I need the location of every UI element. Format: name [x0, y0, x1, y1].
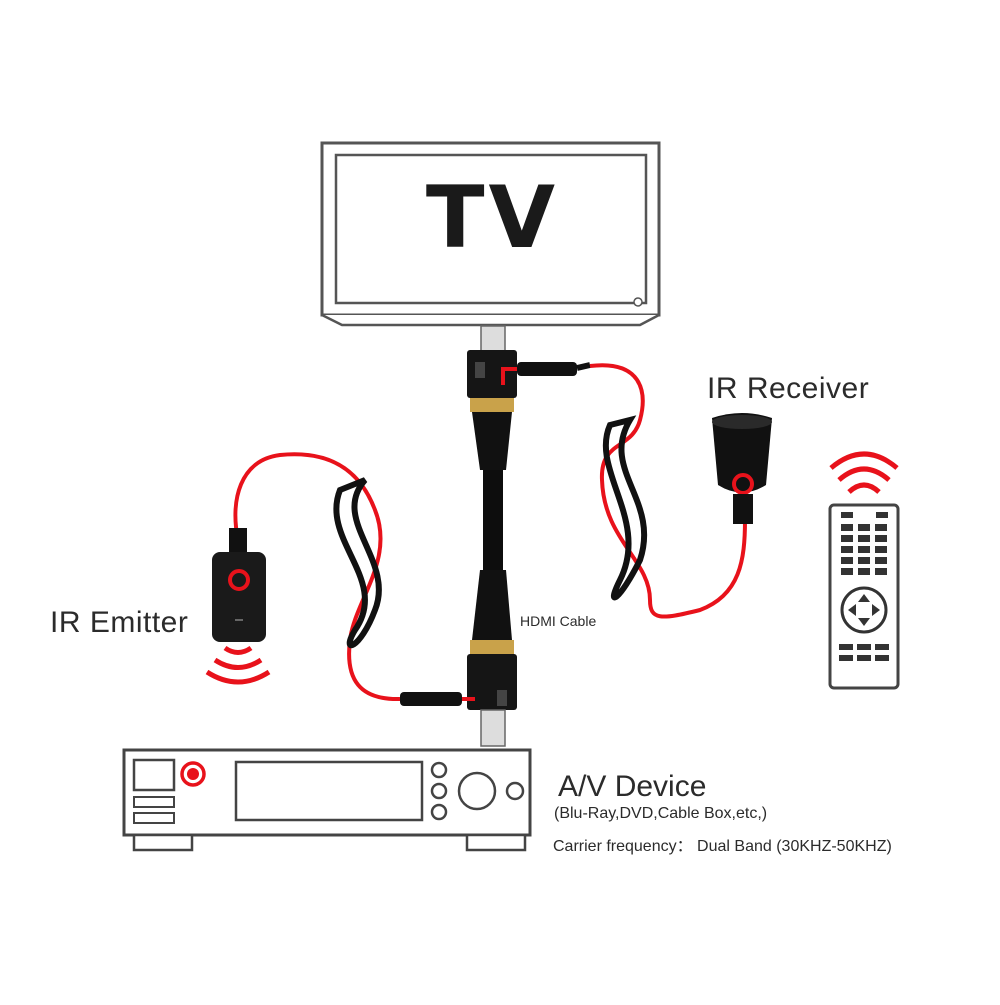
av-device-title: A/V Device	[558, 770, 707, 803]
ir-receiver-icon	[712, 413, 772, 524]
ir-emitter-cable	[233, 452, 475, 706]
av-device-subtitle: (Blu-Ray,DVD,Cable Box,etc,)	[554, 805, 768, 822]
ir-emitter-label: IR Emitter	[50, 606, 189, 639]
tv-icon	[320, 141, 661, 327]
remote-control-icon	[828, 503, 900, 690]
carrier-frequency-label: Carrier frequency： Dual Band (30KHZ-50KH…	[553, 838, 892, 855]
signal-waves-icon	[205, 451, 899, 685]
av-device-icon	[122, 748, 532, 852]
tv-label: TV	[425, 168, 560, 268]
ir-receiver-label: IR Receiver	[707, 372, 870, 405]
ir-emitter-icon	[212, 528, 266, 642]
ir-receiver-cable	[501, 362, 747, 619]
hdmi-cable-label: HDMI Cable	[520, 613, 597, 629]
hdmi-cable-icon	[467, 325, 517, 747]
